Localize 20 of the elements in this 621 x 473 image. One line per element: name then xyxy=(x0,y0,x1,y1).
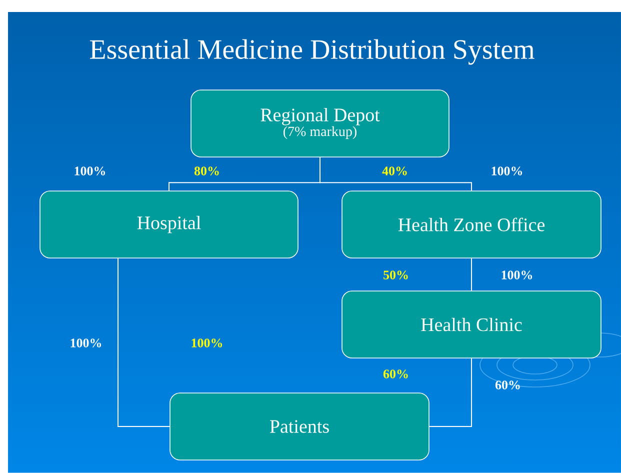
percentage-label: 100% xyxy=(492,166,522,176)
connector-line xyxy=(471,258,472,292)
percentage-label: 40% xyxy=(382,166,407,176)
percentage-label: 100% xyxy=(192,338,222,348)
connector-line xyxy=(320,156,472,192)
process-box: Patients xyxy=(170,392,430,460)
connector-line xyxy=(118,258,170,427)
percentage-label: 100% xyxy=(502,270,532,280)
percentage-label: 60% xyxy=(495,380,520,390)
percentage-label: 80% xyxy=(194,166,219,176)
slide-title: Essential Medicine Distribution System xyxy=(90,39,534,65)
process-box: Hospital xyxy=(40,190,298,258)
connector-line xyxy=(428,358,472,427)
percentage-label: 50% xyxy=(384,270,408,280)
percentage-label: 60% xyxy=(383,370,408,378)
process-box: Regional Depot (7% markup) xyxy=(190,90,450,158)
percentage-label: 100% xyxy=(74,166,106,176)
process-box: Health Zone Office xyxy=(342,190,602,258)
percentage-label: 100% xyxy=(70,338,102,348)
process-box: Health Clinic xyxy=(342,290,602,358)
